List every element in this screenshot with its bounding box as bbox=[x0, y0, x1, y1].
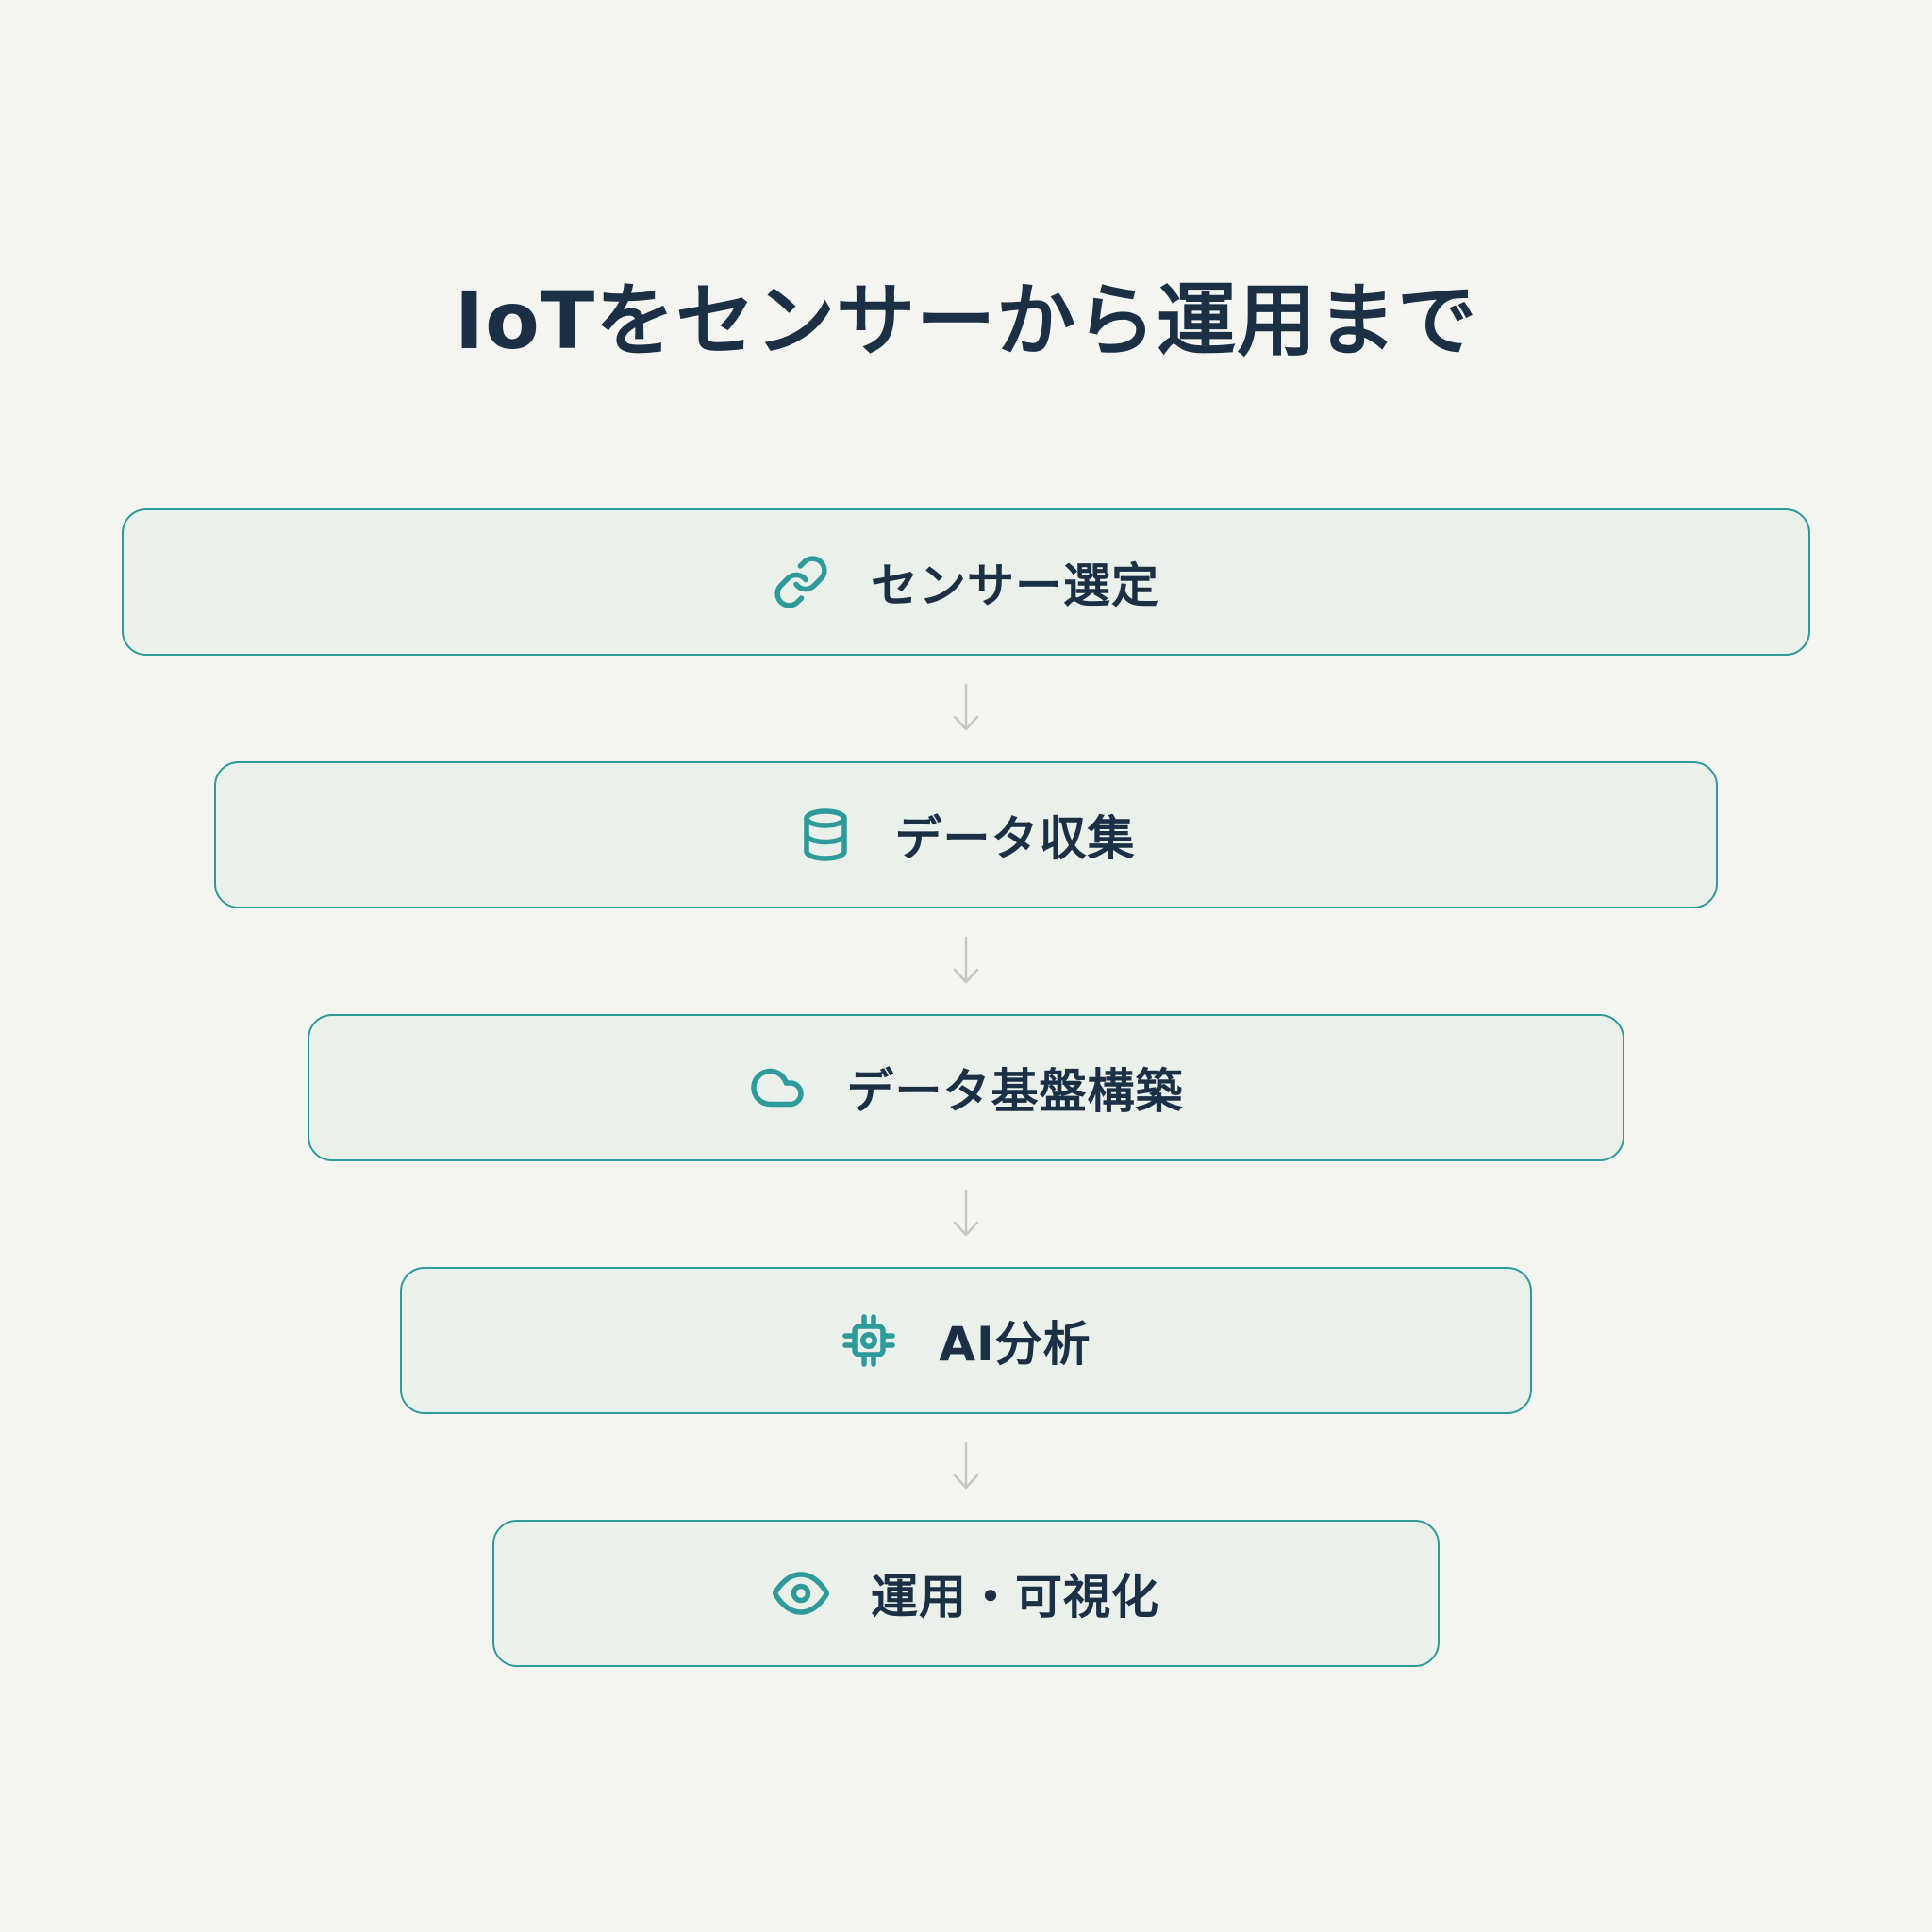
step-label: 運用・可視化 bbox=[871, 1570, 1159, 1624]
chip-icon bbox=[841, 1312, 897, 1369]
step-label: センサー選定 bbox=[871, 558, 1159, 613]
diagram-title: IoTをセンサーから運用まで bbox=[454, 275, 1478, 367]
link-icon bbox=[773, 554, 829, 610]
arrow-down-icon bbox=[947, 934, 985, 987]
arrow-down-icon bbox=[947, 1440, 985, 1492]
step-sensor-selection: センサー選定 bbox=[122, 508, 1810, 656]
step-ai-analysis: AI分析 bbox=[400, 1267, 1532, 1414]
step-label: AI分析 bbox=[939, 1317, 1091, 1372]
arrow-down-icon bbox=[947, 1187, 985, 1240]
database-icon bbox=[797, 807, 854, 863]
step-data-collection: データ収集 bbox=[214, 761, 1718, 908]
step-label: データ収集 bbox=[894, 811, 1136, 866]
arrow-down-icon bbox=[947, 681, 985, 734]
step-label: データ基盤構築 bbox=[846, 1064, 1184, 1119]
step-data-platform: データ基盤構築 bbox=[308, 1014, 1624, 1161]
step-operation-visualization: 運用・可視化 bbox=[492, 1520, 1440, 1667]
eye-icon bbox=[773, 1565, 829, 1622]
cloud-icon bbox=[749, 1059, 806, 1116]
